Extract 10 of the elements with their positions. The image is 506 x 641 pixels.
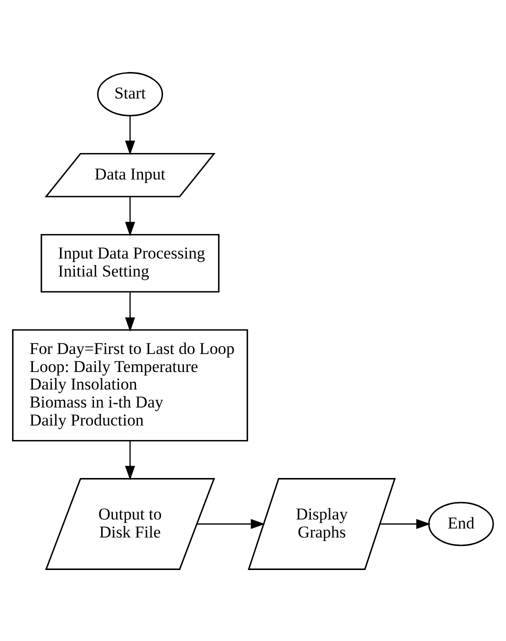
- arrow: [197, 518, 266, 528]
- arrow: [125, 291, 136, 332]
- arrow: [125, 116, 136, 154]
- node-ellipse: Start: [97, 72, 164, 116]
- arrow: [380, 518, 431, 528]
- node-box: For Day=First to Last do Loop Loop: Daily Temperature Daily Insolation Biomass in i-th Day Daily Production: [12, 328, 248, 441]
- node-box: Input Data Processing Initial Setting: [40, 233, 220, 292]
- node-ellipse: End: [428, 501, 494, 546]
- arrow: [125, 196, 136, 236]
- arrow: [125, 440, 136, 480]
